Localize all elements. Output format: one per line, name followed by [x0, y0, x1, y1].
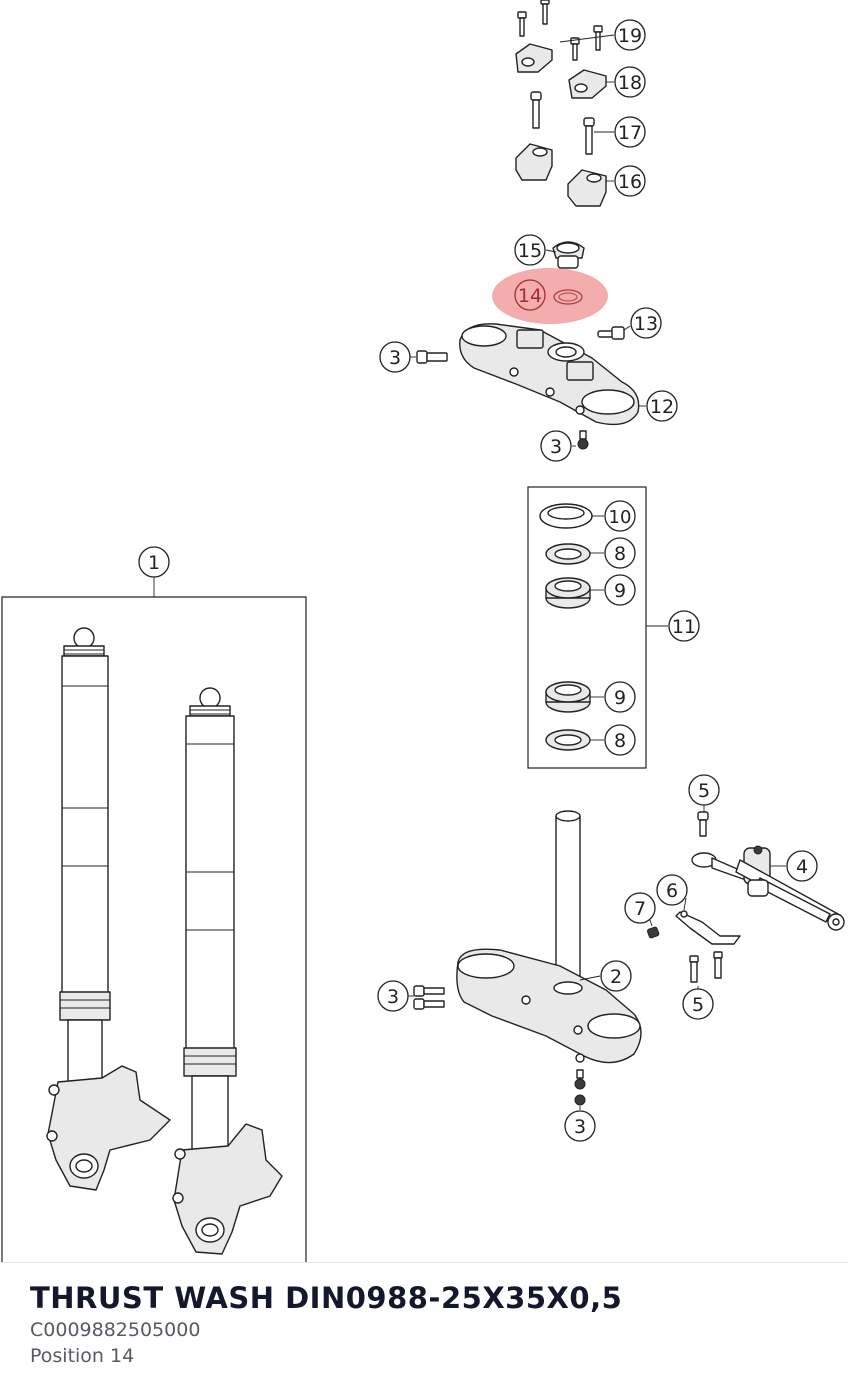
clamp-bolts-top	[517, 0, 603, 61]
steering-nut-15[interactable]	[552, 241, 585, 269]
fork-leg-right[interactable]	[172, 687, 283, 1255]
bearing-9-bottom[interactable]	[545, 681, 591, 713]
callout-11-label: 11	[672, 616, 696, 638]
clamp-upper-parts[interactable]	[515, 43, 607, 99]
callout-2-label: 2	[610, 966, 622, 988]
callout-14-label: 14	[518, 285, 542, 307]
callout-16-label: 16	[618, 171, 642, 193]
clamp-lower-parts[interactable]	[515, 143, 607, 207]
callout-9-label: 9	[614, 687, 626, 709]
callout-2[interactable]: 2	[600, 960, 632, 992]
callout-7-label: 7	[634, 898, 646, 920]
bracket-6[interactable]	[675, 910, 741, 945]
callout-3-upper-bottom[interactable]: 3	[540, 430, 572, 462]
callout-3-label: 3	[550, 436, 562, 458]
highlight-part-14	[492, 268, 608, 324]
callout-13[interactable]: 13	[630, 307, 662, 339]
bearing-kit-box-11	[527, 486, 647, 769]
callout-12-label: 12	[650, 396, 674, 418]
callout-9-top[interactable]: 9	[604, 574, 636, 606]
callout-6[interactable]: 6	[656, 874, 688, 906]
upper-triple-clamp-12[interactable]	[459, 323, 640, 426]
callout-15-label: 15	[518, 240, 542, 262]
callout-12[interactable]: 12	[646, 390, 678, 422]
callout-5-label: 5	[692, 994, 704, 1016]
callout-17[interactable]: 17	[614, 116, 646, 148]
callout-3-lower-left[interactable]: 3	[377, 980, 409, 1012]
callout-5-label: 5	[698, 780, 710, 802]
bolt-5-top[interactable]	[697, 811, 709, 837]
bearing-9-top[interactable]	[545, 577, 591, 609]
callout-19-label: 19	[618, 25, 642, 47]
callout-18-label: 18	[618, 72, 642, 94]
bolts-5-bottom[interactable]	[689, 951, 723, 983]
callout-14[interactable]: 14	[514, 279, 546, 311]
callout-8-bottom[interactable]: 8	[604, 724, 636, 756]
bolt-13[interactable]	[597, 326, 625, 340]
callout-11[interactable]: 11	[668, 610, 700, 642]
bolt-3-upper-bottom[interactable]	[577, 430, 589, 450]
callout-8-top[interactable]: 8	[604, 537, 636, 569]
callout-9-bottom[interactable]: 9	[604, 681, 636, 713]
callout-3-label: 3	[574, 1116, 586, 1138]
bolts-3-lower-left[interactable]	[413, 985, 445, 1010]
bolt-3-lower-bottom[interactable]	[574, 1069, 586, 1106]
part-info-panel: THRUST WASH DIN0988-25X35X0,5 C000988250…	[0, 1262, 848, 1391]
callout-8-label: 8	[614, 730, 626, 752]
callout-8-label: 8	[614, 543, 626, 565]
part-position: Position 14	[30, 1345, 135, 1367]
ring-8-top[interactable]	[545, 543, 591, 565]
callout-3-label: 3	[387, 986, 399, 1008]
callout-16[interactable]: 16	[614, 165, 646, 197]
callout-1-label: 1	[148, 552, 160, 574]
clamp-bolts-long	[530, 91, 595, 155]
part-number: C0009882505000	[30, 1319, 201, 1341]
callout-7[interactable]: 7	[624, 892, 656, 924]
callout-13-label: 13	[634, 313, 658, 335]
fork-leg-left[interactable]	[46, 627, 171, 1191]
callout-18[interactable]: 18	[614, 66, 646, 98]
ring-8-bottom[interactable]	[545, 729, 591, 751]
part-title: THRUST WASH DIN0988-25X35X0,5	[30, 1281, 623, 1315]
callout-3-label: 3	[389, 347, 401, 369]
callout-5-top[interactable]: 5	[688, 774, 720, 806]
fork-kit-box-1	[1, 596, 307, 1262]
callout-9-label: 9	[614, 580, 626, 602]
callout-4[interactable]: 4	[786, 850, 818, 882]
callout-3-upper-left[interactable]: 3	[379, 341, 411, 373]
steering-damper-4[interactable]	[691, 845, 845, 931]
callout-6-label: 6	[666, 880, 678, 902]
bolt-3-upper-left[interactable]	[416, 350, 448, 364]
thrust-washer-14[interactable]	[553, 289, 583, 305]
callout-1[interactable]: 1	[138, 546, 170, 578]
callout-10[interactable]: 10	[604, 500, 636, 532]
callout-3-lower-bottom[interactable]: 3	[564, 1110, 596, 1142]
callout-15[interactable]: 15	[514, 234, 546, 266]
callout-19[interactable]: 19	[614, 19, 646, 51]
callout-5-bottom[interactable]: 5	[682, 988, 714, 1020]
callout-4-label: 4	[796, 856, 808, 878]
leader-lines	[408, 34, 786, 1110]
lower-triple-clamp-2[interactable]	[456, 810, 642, 1064]
exploded-parts-diagram: 19 18 17 16 15 14 13 12 3 3 10 8 9 11 9 …	[1, 0, 845, 1262]
callout-10-label: 10	[609, 507, 632, 528]
callout-17-label: 17	[618, 122, 642, 144]
seal-10[interactable]	[539, 503, 593, 529]
nut-7[interactable]	[646, 926, 660, 939]
